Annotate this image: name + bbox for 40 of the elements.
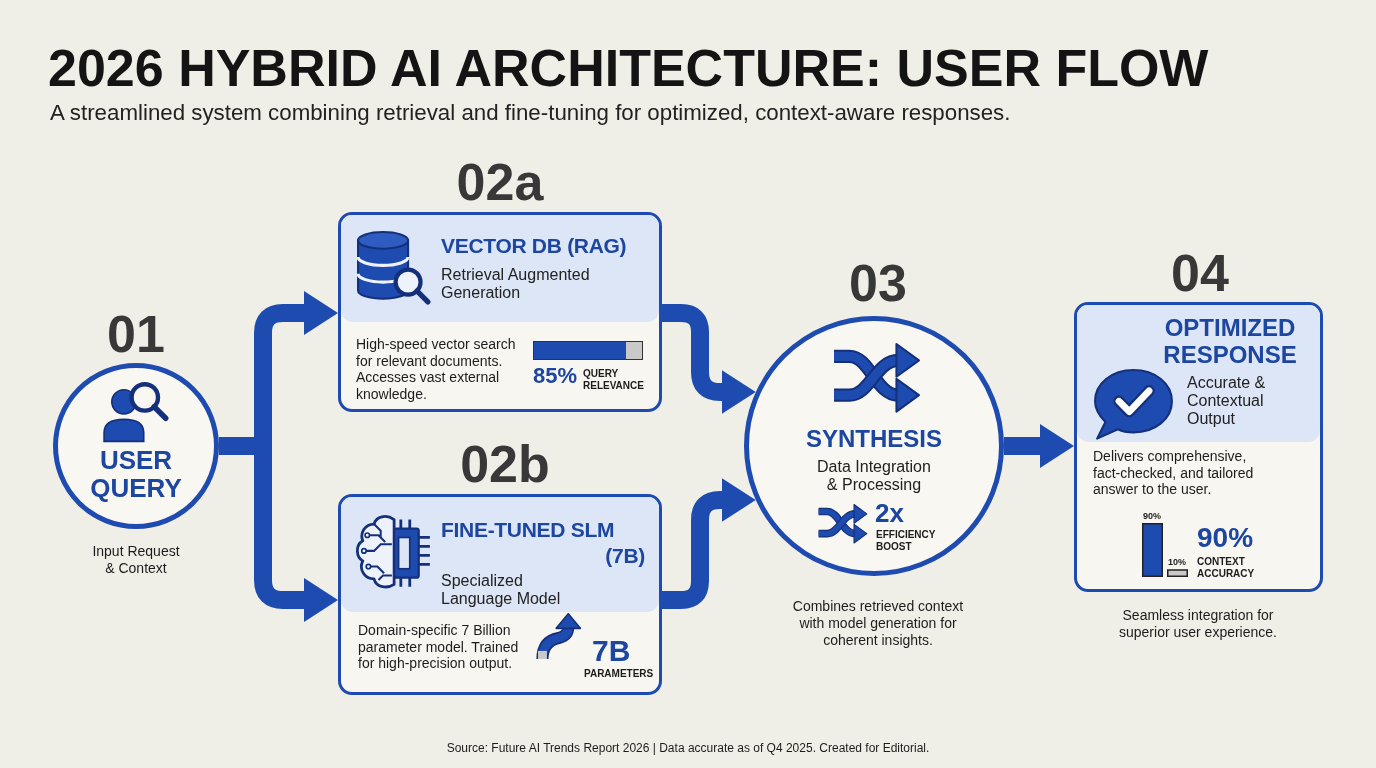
process-card [1074, 302, 1323, 592]
node-subtitle: Retrieval Augmented Generation [441, 266, 591, 302]
step-number: 02a [456, 155, 544, 209]
flow-arrow [662, 304, 756, 414]
node-description: Delivers comprehensive, fact-checked, and tailored answer to the user. [1093, 448, 1255, 498]
metric-label: CONTEXT ACCURACY [1197, 556, 1256, 580]
node-caption: Input Request & Context [91, 543, 181, 577]
step-number: 02b [460, 437, 550, 491]
metric-value: 7B [592, 636, 631, 666]
node-title: VECTOR DB (RAG) [441, 233, 627, 259]
process-card [338, 494, 662, 695]
metric-label: EFFICIENCY BOOST [876, 529, 937, 553]
flow-arrow [254, 291, 338, 446]
step-number: 03 [849, 256, 907, 310]
metric-value: 90% [1197, 522, 1254, 554]
node-title: USER QUERY [89, 446, 183, 502]
step-number: 01 [107, 307, 165, 361]
source-note: Source: Future AI Trends Report 2026 | Data accurate as of Q4 2025. Created for Editorial. [446, 741, 930, 756]
node-subtitle: Specialized Language Model [441, 572, 562, 608]
node-subtitle: Accurate & Contextual Output [1187, 374, 1267, 428]
node-caption: Combines retrieved context with model generation for coherent insights. [791, 598, 965, 649]
node-subtitle: Data Integration & Processing [816, 458, 932, 494]
step-number: 04 [1171, 246, 1229, 300]
flow-arrow [1004, 424, 1074, 468]
page-subtitle: A streamlined system combining retrieval and fine-tuning for optimized, context-aware responses. [50, 100, 1011, 126]
node-title: OPTIMIZED RESPONSE [1162, 314, 1298, 368]
node-title: SYNTHESIS [806, 425, 942, 453]
bar-value-label: 10% [1168, 557, 1186, 567]
bar-value-label: 90% [1143, 511, 1161, 521]
page-title: 2026 HYBRID AI ARCHITECTURE: USER FLOW [48, 38, 1209, 98]
node-description: High-speed vector search for relevant documents. Accesses vast external knowledge. [356, 336, 517, 402]
node-description: Domain-specific 7 Billion parameter model. Trained for high-precision output. [358, 622, 520, 672]
process-card [338, 212, 662, 412]
node-title: FINE-TUNED SLM (7B) [441, 517, 645, 569]
metric-value: 2x [875, 499, 904, 527]
node-caption: Seamless integration for superior user experience. [1118, 607, 1278, 641]
metric-label: PARAMETERS [584, 668, 654, 680]
flow-arrow [662, 478, 756, 609]
metric-label: QUERY RELEVANCE [583, 368, 645, 392]
metric-value: 85% [533, 364, 578, 388]
